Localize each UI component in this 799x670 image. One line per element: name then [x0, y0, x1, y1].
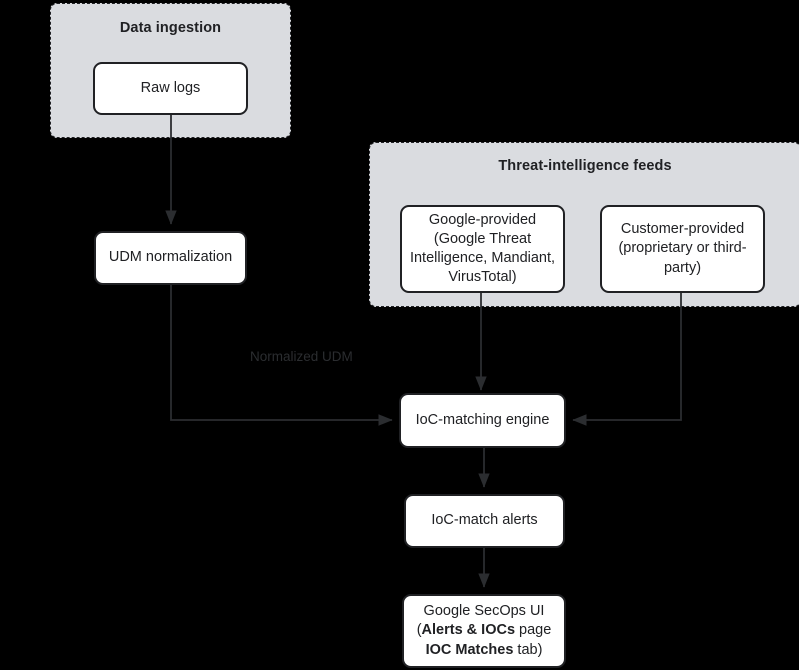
edge-label-normalized-udm: Normalized UDM	[250, 349, 353, 364]
node-google-secops-ui-alerts-iocs-page: Alerts & IOCs	[421, 622, 516, 639]
node-customer-provided-line-1: Customer-provided	[620, 221, 745, 238]
node-udm-normalization-label: UDM normalization	[108, 249, 233, 266]
node-google-provided-label: Google-provided (Google Threat Intellige…	[408, 211, 557, 288]
node-udm-normalization[interactable]: UDM normalization	[94, 231, 247, 285]
node-google-secops-ui-line-3-rest: tab)	[513, 641, 543, 658]
node-ioc-match-alerts-label: IoC-match alerts	[431, 512, 538, 529]
node-raw-logs-label: Raw logs	[140, 79, 201, 96]
cluster-data-ingestion-title: Data ingestion	[119, 20, 222, 36]
edge-customer-to-engine	[572, 292, 682, 426]
node-customer-provided-line-2: (proprietary or third-	[618, 240, 747, 257]
node-google-provided[interactable]: Google-provided (Google Threat Intellige…	[400, 205, 565, 293]
node-google-secops-ui-line-2-rest: page	[515, 622, 552, 639]
node-customer-provided-line-3: party)	[663, 259, 702, 276]
node-google-provided-line-2: (Google Threat	[433, 230, 532, 247]
node-google-secops-ui-label: Google SecOps UI (Alerts & IOCs page IOC…	[410, 602, 558, 659]
node-google-secops-ui[interactable]: Google SecOps UI (Alerts & IOCs page IOC…	[402, 594, 566, 668]
node-customer-provided[interactable]: Customer-provided (proprietary or third-…	[600, 205, 765, 293]
node-ioc-matching-engine-label: IoC-matching engine	[415, 411, 550, 428]
node-ioc-matching-engine[interactable]: IoC-matching engine	[399, 393, 566, 448]
cluster-threat-intel-title: Threat-intelligence feeds	[498, 158, 672, 174]
node-google-secops-ui-ioc-matches-tab: IOC Matches	[425, 641, 514, 658]
node-customer-provided-label: Customer-provided (proprietary or third-…	[608, 220, 757, 277]
node-google-provided-line-1: Google-provided	[428, 211, 537, 228]
node-google-provided-line-3: Intelligence, Mandiant,	[409, 250, 556, 266]
node-google-secops-ui-line-2-prefix: (	[416, 622, 422, 639]
node-google-secops-ui-line-1: Google SecOps UI	[423, 603, 545, 620]
node-raw-logs[interactable]: Raw logs	[93, 62, 248, 115]
node-ioc-match-alerts[interactable]: IoC-match alerts	[404, 494, 565, 548]
node-google-provided-line-4: VirusTotal)	[448, 269, 517, 286]
